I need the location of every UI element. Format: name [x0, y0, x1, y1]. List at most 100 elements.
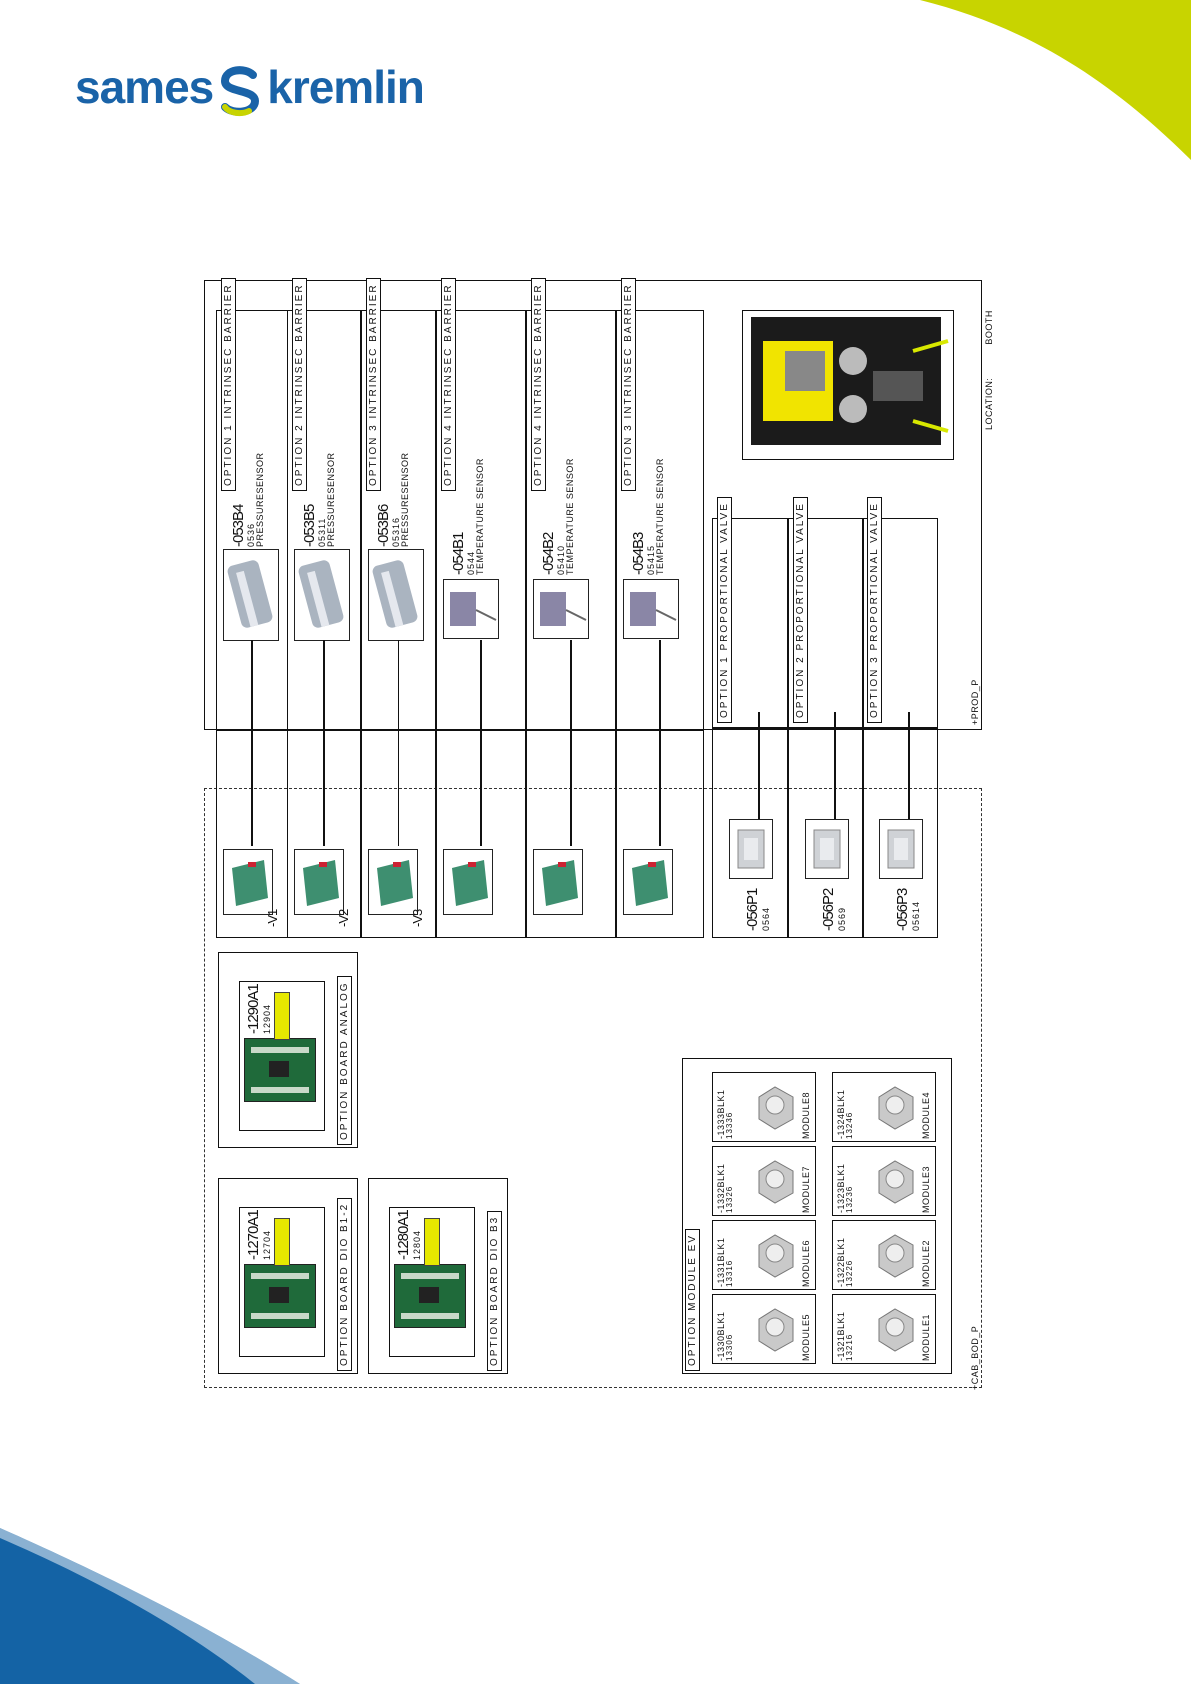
temperature-sensor-icon — [533, 579, 589, 639]
circuit-board-icon — [394, 1264, 466, 1328]
sensor-label: PRESSURESENSOR — [255, 452, 266, 547]
board-ref-group: -1280A1 12804 — [395, 1210, 422, 1260]
sensor-option-box: OPTION 2 INTRINSEC BARRIER-053B5 05311 P… — [287, 278, 361, 730]
module-code: 13306 — [725, 1333, 735, 1361]
module-ref-group: -1322BLK1 13226 — [836, 1237, 855, 1287]
barrier-module-icon — [368, 849, 418, 915]
valve-code: 05614 — [910, 900, 921, 931]
sensor-option-box: OPTION 3 INTRINSEC BARRIER-053B6 05316 P… — [361, 278, 436, 730]
module-code: 13226 — [845, 1259, 855, 1287]
cab-zone-label: +CAB_BOD_P — [970, 1325, 980, 1390]
barrier-cell — [526, 730, 616, 938]
sensor-ref: -053B6 — [375, 504, 392, 547]
module-ref-group: -1331BLK1 13316 — [716, 1237, 735, 1287]
brand-name-right: kremlin — [267, 61, 425, 113]
valve-ref: -056P3 — [894, 888, 911, 931]
temperature-sensor-icon — [623, 579, 679, 639]
sensor-label: TEMPERATURE SENSOR — [655, 458, 666, 575]
solenoid-module-icon — [753, 1157, 797, 1207]
location-photo — [742, 310, 954, 460]
sensor-label: TEMPERATURE SENSOR — [475, 458, 486, 575]
board-option-box: OPTION BOARD DIO B3-1280A1 12804 — [368, 1178, 508, 1374]
brand-s-icon — [221, 66, 260, 116]
sensor-label: PRESSURESENSOR — [326, 452, 337, 547]
valve-wire — [758, 712, 760, 822]
module-ref-group: -1333BLK1 13336 — [716, 1089, 735, 1139]
signal-wire — [570, 640, 572, 846]
module-name: MODULE6 — [801, 1239, 811, 1287]
sensor-option-box: OPTION 3 INTRINSEC BARRIER-054B3 05415 T… — [616, 278, 704, 730]
barrier-module-icon — [623, 849, 673, 915]
sensor-option-box: OPTION 4 INTRINSEC BARRIER-054B1 0544 TE… — [436, 278, 526, 730]
barrier-module-icon — [294, 849, 344, 915]
brand-logo: sames kremlin — [75, 60, 425, 117]
board-option-title: OPTION BOARD DIO B1-2 — [337, 1197, 352, 1371]
sensor-ref-group: -054B2 05410 TEMPERATURE SENSOR — [540, 458, 576, 575]
proportional-valve-icon — [805, 819, 849, 879]
sensor-ref-group: -053B6 05316 PRESSURESENSOR — [375, 452, 411, 547]
barrier-ref: -V2 — [336, 909, 351, 927]
barrier-cell: -V2 — [287, 730, 361, 938]
module-code: 13336 — [725, 1111, 735, 1139]
module-ref-group: -1332BLK1 13326 — [716, 1163, 735, 1213]
pressure-sensor-icon — [294, 549, 350, 641]
barrier-module-icon — [443, 849, 493, 915]
solenoid-module-icon — [873, 1305, 917, 1355]
signal-wire — [659, 640, 661, 846]
solenoid-module-icon — [753, 1305, 797, 1355]
valve-cell: -056P1 0564 — [712, 728, 788, 938]
module-code: 13326 — [725, 1185, 735, 1213]
valve-wire — [834, 712, 836, 822]
board-ref-group: -1270A1 12704 — [245, 1210, 272, 1260]
pressure-sensor-icon — [368, 549, 424, 641]
module-ev-box: OPTION MODULE EV — [682, 1058, 952, 1374]
sensor-ref: -053B4 — [230, 504, 247, 547]
barrier-module-icon — [223, 849, 273, 915]
module-ref-group: -1323BLK1 13236 — [836, 1163, 855, 1213]
module-code: 13216 — [845, 1333, 855, 1361]
barrier-cell: -V3 — [361, 730, 436, 938]
sensor-ref-group: -054B1 0544 TEMPERATURE SENSOR — [450, 458, 486, 575]
sensor-ref: -054B1 — [450, 532, 467, 575]
valve-option-title: OPTION 2 PROPORTIONAL VALVE — [793, 497, 808, 723]
circuit-board-icon — [244, 1038, 316, 1102]
module-cell: -1331BLK1 13316 MODULE6 — [712, 1220, 816, 1290]
module-code: 13236 — [845, 1185, 855, 1213]
valve-option-box: OPTION 3 PROPORTIONAL VALVE — [862, 497, 938, 728]
board-photo-frame: -1270A1 12704 — [239, 1207, 325, 1357]
module-ev-title: OPTION MODULE EV — [685, 1228, 700, 1371]
solenoid-module-icon — [753, 1083, 797, 1133]
board-code: 12704 — [261, 1229, 272, 1260]
valve-option-box: OPTION 2 PROPORTIONAL VALVE — [788, 497, 864, 728]
valve-option-title: OPTION 1 PROPORTIONAL VALVE — [717, 497, 732, 723]
sensor-ref-group: -053B5 05311 PRESSURESENSOR — [301, 452, 337, 547]
module-name: MODULE4 — [921, 1091, 931, 1139]
sensor-ref-group: -054B3 05415 TEMPERATURE SENSOR — [630, 458, 666, 575]
board-ref: -1290A1 — [245, 984, 262, 1034]
barrier-module-icon — [533, 849, 583, 915]
sensor-ref: -053B5 — [301, 504, 318, 547]
location-value: BOOTH — [984, 310, 994, 345]
valve-option-box: OPTION 1 PROPORTIONAL VALVE — [712, 497, 788, 728]
module-ref-group: -1321BLK1 13216 — [836, 1311, 855, 1361]
valve-option-title: OPTION 3 PROPORTIONAL VALVE — [867, 497, 882, 723]
valve-ref-group: -056P3 05614 — [894, 888, 921, 931]
cabinet-enclosure — [204, 788, 982, 1388]
solenoid-module-icon — [873, 1157, 917, 1207]
barrier-ref: -V1 — [265, 909, 280, 927]
signal-wire — [480, 640, 482, 846]
module-ref-group: -1324BLK1 13246 — [836, 1089, 855, 1139]
location-text: LOCATION: BOOTH — [984, 310, 994, 430]
sensor-ref: -054B3 — [630, 532, 647, 575]
signal-wire — [397, 640, 399, 846]
board-photo-frame: -1280A1 12804 — [389, 1207, 475, 1357]
proportional-valve-icon — [729, 819, 773, 879]
sensor-label: PRESSURESENSOR — [400, 452, 411, 547]
sensor-option-box: OPTION 4 INTRINSEC BARRIER-054B2 05410 T… — [526, 278, 616, 730]
valve-code: 0564 — [760, 906, 771, 931]
barrier-cell — [436, 730, 526, 938]
board-ref-group: -1290A1 12904 — [245, 984, 272, 1034]
